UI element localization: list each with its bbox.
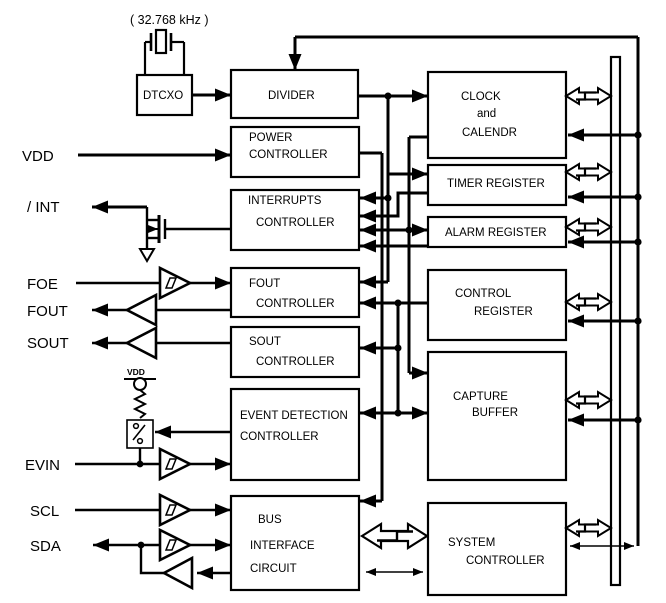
sout-ctrl-label-2: CONTROLLER	[256, 356, 335, 368]
alarm-label: ALARM REGISTER	[445, 227, 547, 239]
wires	[75, 35, 640, 580]
system-label-1: SYSTEM	[448, 537, 495, 549]
pullup-vdd-label: VDD	[127, 367, 145, 377]
block-interrupts-controller	[229, 188, 361, 252]
divider-label: DIVIDER	[268, 90, 315, 102]
foe-buffer-icon	[158, 265, 193, 301]
port-label-foe: FOE	[27, 276, 58, 293]
system-label-2: CONTROLLER	[466, 555, 545, 567]
dtcxo-label: DTCXO	[143, 90, 183, 102]
bus-write-arrows	[568, 128, 638, 427]
scl-buffer-icon	[158, 492, 193, 528]
bus-label-2: INTERFACE	[250, 540, 315, 552]
port-label-sout: SOUT	[27, 335, 69, 352]
bus-label-1: BUS	[258, 514, 282, 526]
port-label-scl: SCL	[30, 503, 59, 520]
block-control-register	[426, 268, 568, 342]
control-label-2: REGISTER	[474, 306, 533, 318]
block-alarm-register	[426, 215, 568, 249]
block-event-detection-controller	[229, 387, 361, 482]
power-label-1: POWER	[249, 132, 292, 144]
port-label-sda: SDA	[30, 538, 61, 555]
timer-label: TIMER REGISTER	[447, 178, 545, 190]
block-dtcxo	[135, 73, 194, 117]
port-label-evin: EVIN	[25, 457, 60, 474]
sout-output-buffer-icon	[124, 325, 158, 361]
control-label-1: CONTROL	[455, 288, 512, 300]
clock-label-2: and	[477, 108, 496, 120]
crystal-icon	[143, 28, 186, 75]
interrupts-label-2: CONTROLLER	[256, 217, 335, 229]
sda-output-buffer-icon	[161, 555, 194, 591]
crystal-frequency-label: ( 32.768 kHz )	[130, 13, 209, 27]
capture-label-1: CAPTURE	[453, 391, 508, 403]
event-switch-icon	[126, 419, 154, 449]
sda-input-buffer-icon	[158, 527, 193, 563]
block-fout-controller	[229, 266, 361, 319]
block-clock-and-calendr	[426, 70, 568, 160]
ground-triangle-icon	[138, 248, 156, 263]
capture-label-2: BUFFER	[472, 407, 518, 419]
block-sout-controller	[229, 325, 361, 379]
junction-dots	[136, 92, 642, 549]
clock-label-3: CALENDR	[462, 127, 517, 139]
port-label-fout: FOUT	[27, 303, 68, 320]
interrupts-label-1: INTERRUPTS	[248, 195, 322, 207]
port-label-int: / INT	[27, 199, 60, 216]
block-divider	[229, 68, 360, 120]
schmitt-buffer-icons	[158, 265, 193, 563]
bus-label-3: CIRCUIT	[250, 563, 297, 575]
block-bus-interface-circuit	[229, 494, 361, 592]
fout-ctrl-label-1: FOUT	[249, 278, 280, 290]
pullup-vdd-terminal-icon	[133, 377, 147, 391]
output-buffer-icons	[124, 292, 194, 591]
power-label-2: CONTROLLER	[249, 149, 328, 161]
bus-system-arrows	[359, 522, 430, 576]
clock-label-1: CLOCK	[461, 91, 501, 103]
sout-ctrl-label-1: SOUT	[249, 336, 281, 348]
fout-output-buffer-icon	[124, 292, 158, 328]
block-capture-buffer	[426, 350, 568, 482]
bus-system-hollow-arrow-icon	[359, 522, 430, 550]
port-label-vdd: VDD	[22, 148, 54, 165]
event-label-1: EVENT DETECTION	[240, 410, 348, 422]
block-system-controller	[426, 501, 568, 597]
block-power-controller	[229, 125, 361, 179]
evin-buffer-icon	[158, 446, 193, 482]
fout-ctrl-label-2: CONTROLLER	[256, 298, 335, 310]
block-timer-register	[426, 163, 568, 207]
bus-bidirectional-arrow-icons	[564, 86, 613, 538]
event-label-2: CONTROLLER	[240, 431, 319, 443]
